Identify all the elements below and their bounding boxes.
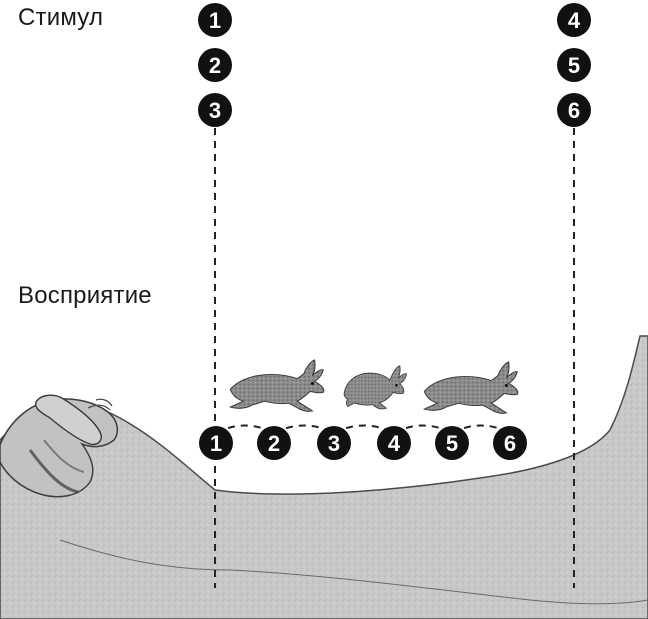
marker-circle [377,426,411,460]
rabbit-icon [229,359,325,412]
marker-number: 4 [568,8,581,33]
marker-number: 5 [568,53,580,78]
rabbit-icon [423,361,519,414]
number-marker: 3 [198,93,232,127]
number-marker: 3 [317,426,351,460]
marker-circle [493,426,527,460]
marker-circle [557,48,591,82]
number-marker: 5 [557,48,591,82]
marker-number: 4 [388,431,401,456]
number-marker: 2 [257,426,291,460]
marker-circle [557,3,591,37]
marker-number: 5 [446,431,458,456]
number-marker: 1 [199,426,233,460]
stimulus-markers-right: 4 5 6 [557,3,591,127]
marker-circle [198,93,232,127]
marker-number: 2 [209,53,221,78]
number-marker: 4 [557,3,591,37]
marker-number: 6 [504,431,516,456]
marker-number: 3 [328,431,340,456]
hop-arcs [215,424,511,434]
marker-circle [435,426,469,460]
marker-circle [317,426,351,460]
number-marker: 6 [493,426,527,460]
arm-illustration [0,335,648,619]
marker-circle [257,426,291,460]
number-marker: 1 [198,3,232,37]
number-marker: 2 [198,48,232,82]
marker-circle [199,426,233,460]
perception-label: Восприятие [18,282,152,309]
marker-number: 2 [268,431,280,456]
marker-number: 1 [210,431,222,456]
marker-number: 3 [209,98,221,123]
marker-number: 6 [568,98,580,123]
perception-markers: 1 2 3 4 5 6 [199,426,527,460]
marker-circle [557,93,591,127]
marker-circle [198,48,232,82]
stimulus-markers-left: 1 2 3 [198,3,232,127]
rabbit-icon [343,365,407,410]
marker-circle [198,3,232,37]
number-marker: 5 [435,426,469,460]
number-marker: 6 [557,93,591,127]
stimulus-label: Стимул [18,4,104,31]
number-marker: 4 [377,426,411,460]
marker-number: 1 [209,8,221,33]
